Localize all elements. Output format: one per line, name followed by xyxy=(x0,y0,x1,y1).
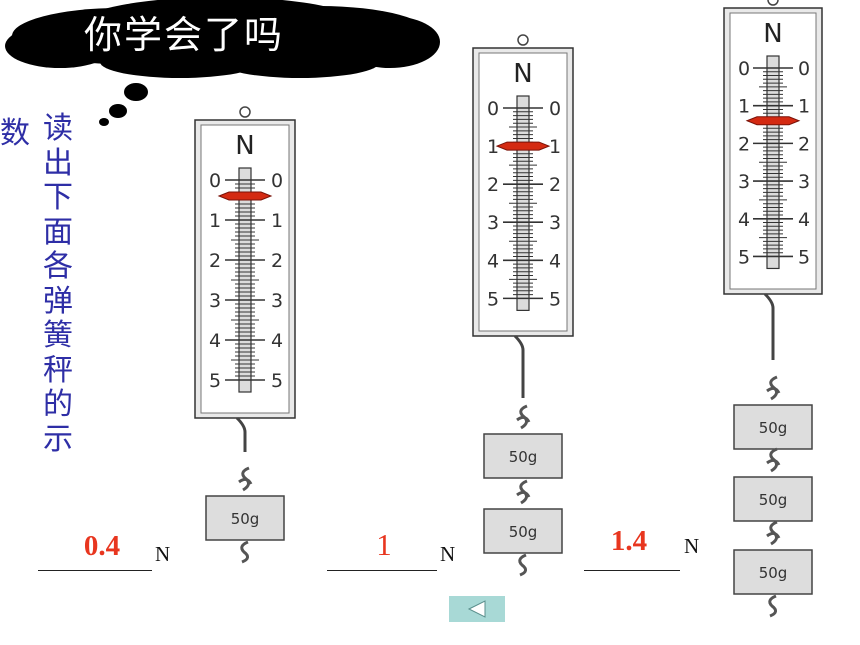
scale-tick-label: 2 xyxy=(271,250,283,272)
scale-tick-label: 3 xyxy=(549,212,561,234)
left-triangle-icon xyxy=(467,600,486,618)
weight-block xyxy=(733,476,813,522)
scale-tick-label: 2 xyxy=(738,133,750,155)
scale-tick-label: 1 xyxy=(798,96,810,118)
weight-hook xyxy=(238,466,253,492)
weight-hook xyxy=(516,404,531,430)
weight-block xyxy=(733,404,813,450)
scale-tick-label: 3 xyxy=(487,212,499,234)
weight-bottom-hook xyxy=(518,553,527,577)
instruction-tail: 数 xyxy=(0,116,30,151)
scale-tick-label: 5 xyxy=(209,370,221,392)
weight-hook xyxy=(766,375,781,401)
scale-tick-label: 4 xyxy=(487,250,499,272)
scale-tick-label: 4 xyxy=(549,250,561,272)
scale-tick-label: 0 xyxy=(487,98,499,120)
scale-hook-rod xyxy=(513,334,525,398)
weight-label: 50g xyxy=(759,491,788,509)
scale-tick-label: 0 xyxy=(209,170,221,192)
weight-hook xyxy=(766,520,781,546)
answer-blank-3[interactable] xyxy=(584,540,680,571)
scale-tick-label: 5 xyxy=(738,246,750,268)
answer-blank-1[interactable] xyxy=(38,540,152,571)
scale-tick-label: 4 xyxy=(738,209,750,231)
scale-tick-label: 2 xyxy=(209,250,221,272)
scale-tick-label: 0 xyxy=(798,58,810,80)
scale-tick-label: 5 xyxy=(487,288,499,310)
cloud-title: 你学会了吗 xyxy=(84,13,285,57)
scale-tick-label: 3 xyxy=(271,290,283,312)
answer-unit-1: N xyxy=(155,542,171,566)
back-button[interactable] xyxy=(449,596,505,622)
scale-tick-label: 5 xyxy=(549,288,561,310)
spring-scale-1: N0 0 1 1 2 2 3 3 4 4 5 5 50g xyxy=(194,106,296,564)
instruction-text: 读出下面各弹簧秤的示 xyxy=(43,111,73,457)
scale-tick-label: 0 xyxy=(549,98,561,120)
answer-value-3: 1.4 xyxy=(610,525,648,557)
scale-hook-rod xyxy=(763,292,775,360)
weight-bottom-hook xyxy=(768,594,777,618)
answer-unit-2: N xyxy=(440,542,456,566)
weight-label: 50g xyxy=(759,564,788,582)
weight-label: 50g xyxy=(509,448,538,466)
scale-tick-label: 0 xyxy=(271,170,283,192)
scale-hook-rod xyxy=(235,416,247,452)
scale-unit-label: N xyxy=(235,131,254,161)
thought-cloud xyxy=(5,0,440,126)
weight-hook xyxy=(516,479,531,505)
scale-pointer xyxy=(745,116,801,126)
spring-scale-3: N0 0 1 1 2 2 3 3 4 4 5 5 50g 50g 50g xyxy=(723,0,823,618)
scale-tick-label: 0 xyxy=(738,58,750,80)
weight-block xyxy=(483,433,563,479)
scale-tick-label: 1 xyxy=(209,210,221,232)
scale-tick-label: 3 xyxy=(798,171,810,193)
answer-unit-3: N xyxy=(684,534,700,558)
scale-ring xyxy=(767,0,779,6)
scale-tick-label: 1 xyxy=(549,136,561,158)
scale-tick-label: 5 xyxy=(271,370,283,392)
scale-ring xyxy=(239,106,251,118)
weight-hook xyxy=(766,447,781,473)
scale-tick-label: 1 xyxy=(738,96,750,118)
scale-tick-label: 3 xyxy=(738,171,750,193)
weight-block xyxy=(483,508,563,554)
scale-ring xyxy=(517,34,529,46)
scale-unit-label: N xyxy=(763,19,782,49)
weight-label: 50g xyxy=(759,419,788,437)
answer-value-1: 0.4 xyxy=(83,530,121,562)
weight-label: 50g xyxy=(231,510,260,528)
scale-tick-label: 5 xyxy=(798,246,810,268)
scale-tick-label: 1 xyxy=(271,210,283,232)
scale-tick-label: 4 xyxy=(209,330,221,352)
scale-tick-label: 3 xyxy=(209,290,221,312)
scale-tick-label: 2 xyxy=(549,174,561,196)
scale-unit-label: N xyxy=(513,59,532,89)
scale-pointer xyxy=(217,191,273,201)
answer-value-2: 1 xyxy=(376,527,392,562)
scale-pointer xyxy=(495,141,551,151)
scale-tick-label: 1 xyxy=(487,136,499,158)
weight-block xyxy=(205,495,285,541)
weight-label: 50g xyxy=(509,523,538,541)
scale-tick-label: 4 xyxy=(798,209,810,231)
weight-block xyxy=(733,549,813,595)
scale-tick-label: 4 xyxy=(271,330,283,352)
spring-scale-2: N0 0 1 1 2 2 3 3 4 4 5 5 50g 50g xyxy=(472,34,574,577)
weight-bottom-hook xyxy=(240,540,249,564)
scale-tick-label: 2 xyxy=(487,174,499,196)
answer-blank-2[interactable] xyxy=(327,540,437,571)
scale-tick-label: 2 xyxy=(798,133,810,155)
